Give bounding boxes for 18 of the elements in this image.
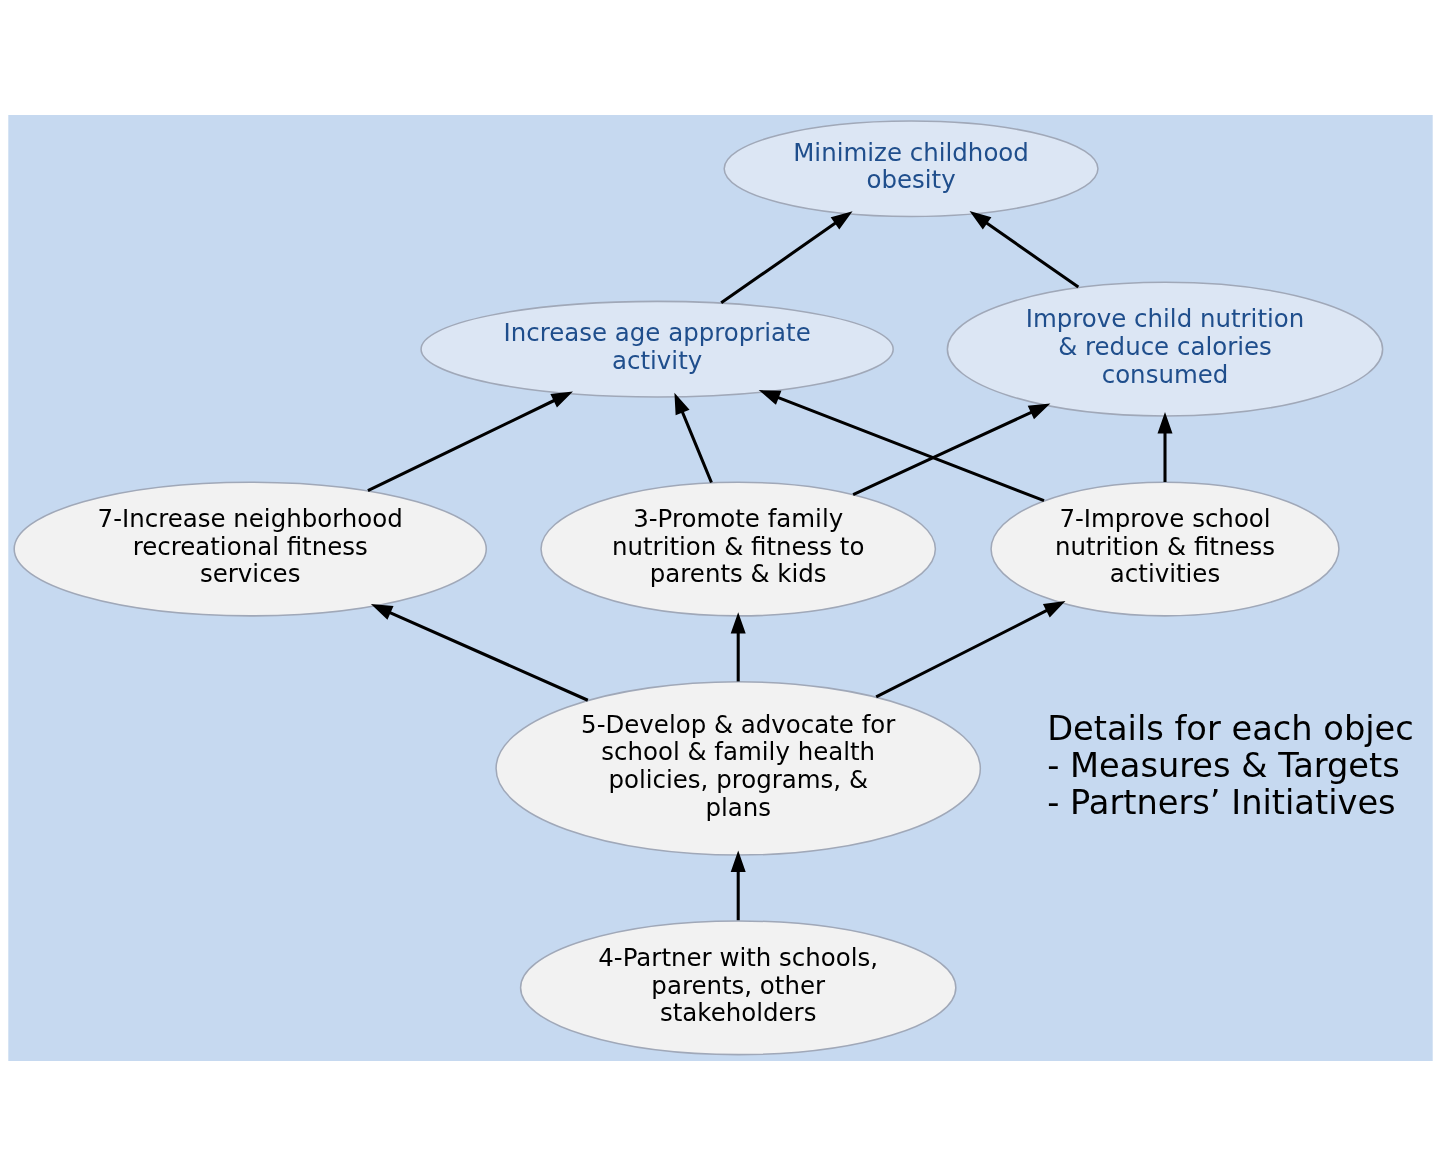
node-ellipse: 4-Partner with schools, parents, other stakeholders <box>519 919 957 1055</box>
node-ellipse: Minimize childhood obesity <box>723 119 1099 217</box>
arrow <box>758 389 1045 502</box>
node-ellipse: Increase age appropriate activity <box>420 300 894 398</box>
arrow <box>674 392 713 483</box>
arrow <box>730 611 746 681</box>
node-ellipse: 3-Promote family nutrition & fitness to parents & kids <box>540 480 937 617</box>
arrow <box>852 403 1051 496</box>
arrow <box>969 210 1080 288</box>
arrow <box>720 210 853 304</box>
arrow <box>367 390 573 492</box>
arrow <box>730 850 746 920</box>
arrow <box>875 600 1066 698</box>
node-ellipse: 7-Increase neighborhood recreational fitness services <box>13 480 488 617</box>
arrow <box>370 603 589 702</box>
label: Details for each objec <box>1047 708 1414 748</box>
node-ellipse: 5-Develop & advocate for school & family health policies, programs, & plans <box>495 680 982 856</box>
arrow <box>1157 411 1173 482</box>
